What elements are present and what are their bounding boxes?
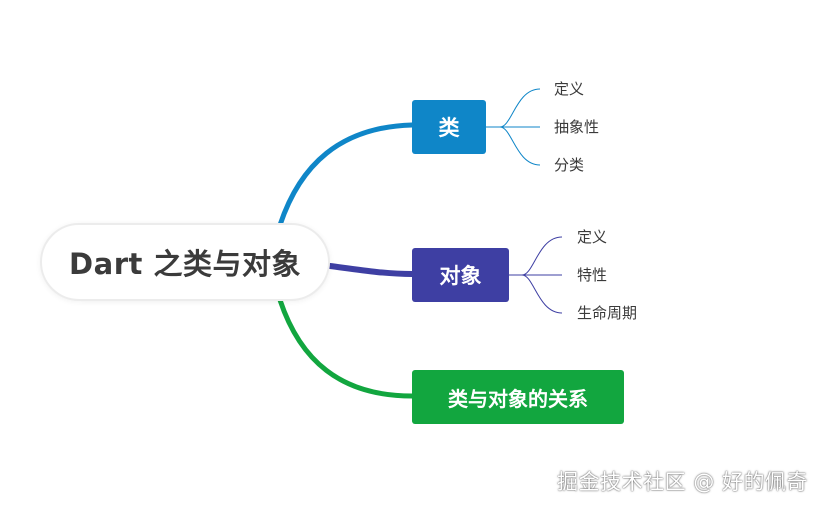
watermark: 掘金技术社区 @ 好的佩奇 <box>557 470 808 494</box>
subtopic-class-category[interactable]: 分类 <box>554 156 585 174</box>
connector-object-lifecycle <box>509 274 563 314</box>
connector-class-definition <box>486 88 541 128</box>
subtopic-object-lifecycle[interactable]: 生命周期 <box>577 304 638 322</box>
root-topic-label: Dart 之类与对象 <box>69 247 301 281</box>
topic-object[interactable]: 对象 <box>412 248 509 302</box>
subtopic-object-definition[interactable]: 定义 <box>577 228 608 246</box>
topic-object-label: 对象 <box>439 264 482 288</box>
topic-class[interactable]: 类 <box>412 100 486 154</box>
topic-relation[interactable]: 类与对象的关系 <box>412 370 624 424</box>
subtopic-class-abstraction[interactable]: 抽象性 <box>554 118 600 136</box>
root-topic[interactable]: Dart 之类与对象 <box>40 223 330 301</box>
subtopic-class-definition[interactable]: 定义 <box>554 80 585 98</box>
topic-relation-label: 类与对象的关系 <box>448 386 588 411</box>
connector-root-object <box>327 263 415 277</box>
topic-class-label: 类 <box>438 116 460 140</box>
connector-root-class <box>277 122 415 228</box>
subtopic-object-feature[interactable]: 特性 <box>577 266 608 284</box>
connector-class-category <box>486 126 541 166</box>
connector-object-definition <box>509 236 563 276</box>
connector-root-relation <box>277 297 415 399</box>
